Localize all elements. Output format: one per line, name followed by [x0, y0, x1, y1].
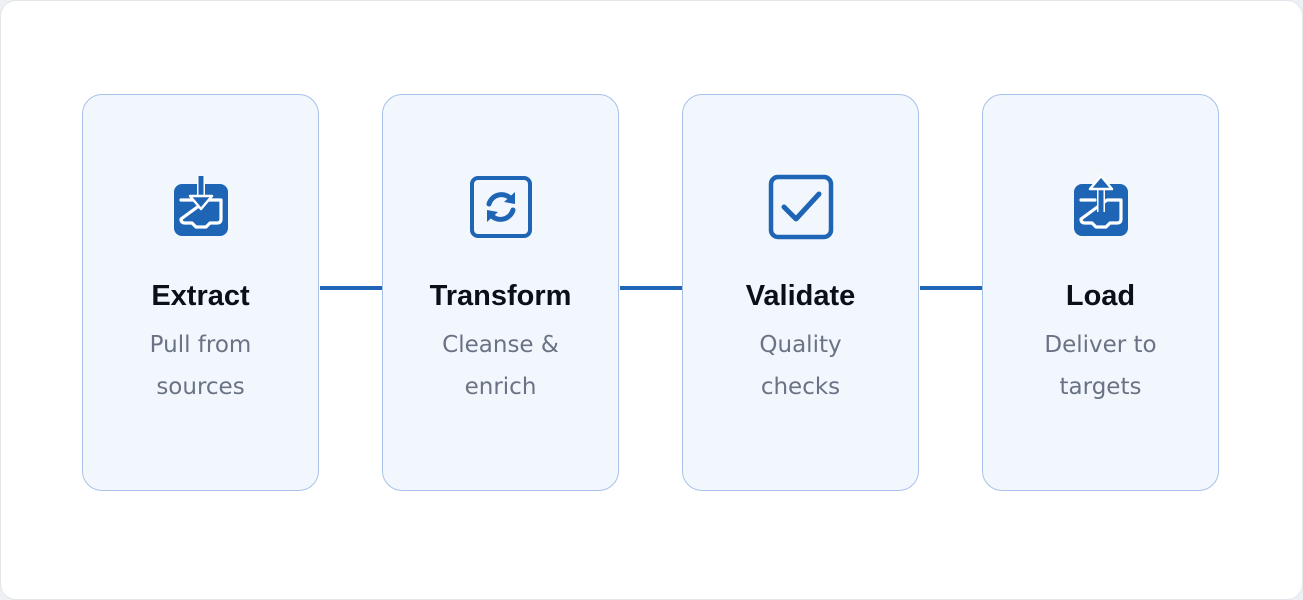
step-subtitle: Quality checks	[759, 332, 842, 400]
step-title: Extract	[151, 280, 250, 312]
step-card-extract: Extract Pull from sources	[82, 94, 319, 491]
step-title: Validate	[745, 280, 856, 312]
step-subtitle: Cleanse & enrich	[442, 332, 559, 400]
refresh-icon	[468, 174, 534, 240]
connector-transform-validate	[620, 286, 682, 290]
step-subtitle: Deliver to targets	[1044, 332, 1157, 400]
step-card-validate: Validate Quality checks	[682, 94, 919, 491]
checkbox-icon	[768, 174, 834, 240]
upload-tray-icon	[1068, 174, 1134, 240]
connector-validate-load	[920, 286, 982, 290]
step-title: Load	[1065, 280, 1136, 312]
connector-extract-transform	[320, 286, 382, 290]
step-card-load: Load Deliver to targets	[982, 94, 1219, 491]
step-title: Transform	[429, 280, 572, 312]
step-subtitle: Pull from sources	[149, 332, 252, 400]
download-tray-icon	[168, 174, 234, 240]
step-card-transform: Transform Cleanse & enrich	[382, 94, 619, 491]
